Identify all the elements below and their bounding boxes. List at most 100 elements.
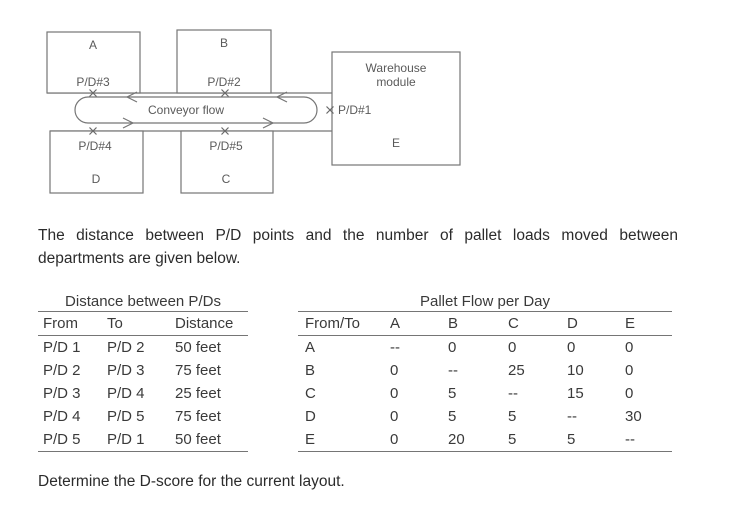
pallet-flow-header-row: From/To A B C D E	[298, 312, 672, 336]
arrow-right-icon	[262, 117, 275, 129]
distance-table-header-row: From To Distance	[38, 312, 248, 336]
distance-table-title: Distance between P/Ds	[38, 294, 248, 312]
table-cell: P/D 3	[43, 385, 81, 402]
table-cell: 75 feet	[175, 362, 221, 379]
column-header: C	[501, 312, 560, 336]
table-row: P/D 5 P/D 1 50 feet	[38, 428, 248, 452]
table-cell: --	[567, 408, 577, 425]
table-cell: P/D 1	[107, 431, 145, 448]
table-cell: --	[390, 339, 400, 356]
table-cell: 50 feet	[175, 339, 221, 356]
column-header: E	[618, 312, 672, 336]
pd4-label: P/D#4	[78, 139, 112, 153]
table-row: E 0 20 5 5 --	[298, 428, 672, 452]
table-cell: 5	[448, 408, 457, 425]
pallet-flow-table: Pallet Flow per Day From/To A B C D E A …	[298, 294, 672, 452]
table-cell: 25 feet	[175, 385, 221, 402]
table-cell: 5	[448, 385, 457, 402]
table-cell: 0	[448, 339, 457, 356]
table-cell: 0	[390, 362, 399, 379]
column-header: To	[102, 312, 170, 336]
table-cell: 20	[448, 431, 465, 448]
table-row: C 0 5 -- 15 0	[298, 382, 672, 405]
table-cell: --	[508, 385, 518, 402]
table-cell: 30	[625, 408, 642, 425]
column-header: Distance	[170, 312, 248, 336]
table-cell: 75 feet	[175, 408, 221, 425]
table-cell: 5	[508, 408, 517, 425]
table-row: D 0 5 5 -- 30	[298, 405, 672, 428]
table-row: A -- 0 0 0 0	[298, 336, 672, 360]
row-header: B	[305, 362, 316, 379]
row-header: A	[305, 339, 316, 356]
column-header: B	[441, 312, 501, 336]
dept-e-label: E	[392, 136, 400, 150]
pallet-flow-table-title: Pallet Flow per Day	[298, 294, 672, 312]
table-cell: 5	[567, 431, 576, 448]
table-cell: P/D 5	[107, 408, 145, 425]
table-cell: 15	[567, 385, 584, 402]
column-header: From	[38, 312, 102, 336]
table-cell: P/D 3	[107, 362, 145, 379]
arrow-right-icon	[122, 117, 135, 129]
pd4-marker-icon	[89, 127, 97, 135]
table-cell: P/D 2	[43, 362, 81, 379]
row-header: E	[305, 431, 316, 448]
table-cell: 0	[390, 431, 399, 448]
intro-paragraph: The distance between P/D points and the …	[38, 227, 678, 267]
dept-box-a	[46, 31, 141, 94]
pd1-label: P/D#1	[338, 103, 372, 117]
pd3-marker-icon	[89, 89, 97, 97]
column-header: D	[560, 312, 618, 336]
table-cell: 0	[390, 408, 399, 425]
table-row: P/D 3 P/D 4 25 feet	[38, 382, 248, 405]
dept-box-d	[49, 130, 144, 194]
dept-box-c	[180, 130, 274, 194]
row-header: C	[305, 385, 316, 402]
pd5-label: P/D#5	[209, 139, 243, 153]
table-cell: P/D 2	[107, 339, 145, 356]
table-row: P/D 2 P/D 3 75 feet	[38, 359, 248, 382]
conveyor-flow-label: Conveyor flow	[148, 103, 224, 117]
row-header: D	[305, 408, 316, 425]
pd5-marker-icon	[221, 127, 229, 135]
table-cell: 0	[567, 339, 576, 356]
dept-a-label: A	[89, 38, 97, 52]
table-cell: 25	[508, 362, 525, 379]
warehouse-label-line1: Warehouse	[366, 61, 427, 75]
table-cell: 10	[567, 362, 584, 379]
dept-box-b	[176, 29, 272, 94]
pd2-marker-icon	[221, 89, 229, 97]
table-cell: 0	[625, 362, 634, 379]
facility-layout-diagram: A P/D#3 B P/D#2 Warehouse module P/D#1 E…	[46, 29, 461, 194]
pd3-label: P/D#3	[76, 75, 110, 89]
dept-d-label: D	[92, 172, 101, 186]
table-cell: 0	[508, 339, 517, 356]
column-header: From/To	[298, 312, 383, 336]
pd2-label: P/D#2	[207, 75, 241, 89]
table-cell: 0	[390, 385, 399, 402]
conveyor-loop	[74, 96, 318, 124]
pd1-marker-icon	[326, 106, 334, 114]
table-cell: 50 feet	[175, 431, 221, 448]
warehouse-label-line2: module	[376, 75, 416, 89]
table-cell: 5	[508, 431, 517, 448]
table-cell: P/D 4	[107, 385, 145, 402]
dept-b-label: B	[220, 36, 228, 50]
table-cell: 0	[625, 385, 634, 402]
arrow-left-icon	[275, 91, 288, 103]
table-cell: --	[625, 431, 635, 448]
table-cell: P/D 1	[43, 339, 81, 356]
table-cell: --	[448, 362, 458, 379]
dept-c-label: C	[222, 172, 231, 186]
table-cell: 0	[625, 339, 634, 356]
table-row: B 0 -- 25 10 0	[298, 359, 672, 382]
table-cell: P/D 5	[43, 431, 81, 448]
distance-table: Distance between P/Ds From To Distance P…	[38, 294, 248, 452]
table-row: P/D 1 P/D 2 50 feet	[38, 336, 248, 360]
table-row: P/D 4 P/D 5 75 feet	[38, 405, 248, 428]
question-text: Determine the D-score for the current la…	[38, 473, 345, 490]
table-cell: P/D 4	[43, 408, 81, 425]
column-header: A	[383, 312, 441, 336]
